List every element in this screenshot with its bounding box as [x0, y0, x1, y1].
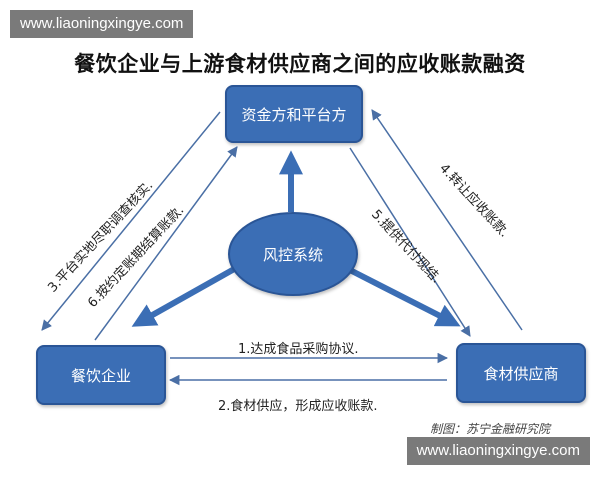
arrow-risk-to-supplier	[344, 265, 461, 327]
node-restaurant: 餐饮企业	[36, 345, 166, 405]
arrow-e4	[371, 109, 523, 331]
edge-label-2: 2.食材供应，形成应收账款.	[218, 399, 378, 414]
arrow-e3	[41, 111, 221, 331]
diagram-title: 餐饮企业与上游食材供应商之间的应收账款融资	[74, 52, 526, 76]
arrow-risk-to-restaurant	[131, 265, 238, 327]
edge-label-1: 1.达成食品采购协议.	[238, 342, 359, 357]
node-supplier: 食材供应商	[456, 343, 586, 403]
node-risk-control: 风控系统	[228, 212, 358, 296]
watermark-bottom: www.liaoningxingye.com	[406, 437, 590, 465]
arrow-e6	[94, 146, 238, 341]
arrow-e5	[349, 147, 471, 337]
watermark-top: www.liaoningxingye.com	[10, 10, 194, 38]
figure-credit: 制图：苏宁金融研究院	[430, 422, 551, 436]
node-funder: 资金方和平台方	[225, 85, 363, 143]
